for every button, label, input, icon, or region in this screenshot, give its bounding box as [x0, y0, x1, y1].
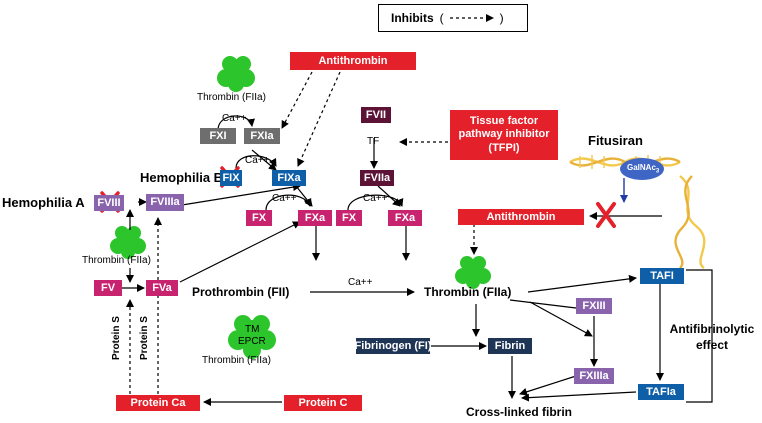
legend-label: Inhibits: [391, 11, 434, 25]
protein-s-label: Protein S: [139, 316, 150, 360]
fxia-box: FXIa: [244, 128, 280, 144]
fviia-box: FVIIa: [360, 170, 394, 186]
cross-linked-fibrin-label: Cross-linked fibrin: [466, 405, 573, 419]
fibrinogen-box: Fibrinogen (FI): [355, 338, 432, 354]
fxiii-box: FXIII: [576, 298, 612, 314]
thrombin-label-top: Thrombin (FIIa): [197, 92, 266, 103]
fv-box: FV: [94, 280, 122, 296]
fx-box: FX: [336, 210, 362, 226]
fitusiran-label: Fitusiran: [588, 133, 643, 148]
dotted-arrow-icon: [449, 14, 494, 22]
dna-helix-vertical-icon: [674, 175, 706, 269]
ca-label: Ca++: [363, 193, 388, 204]
legend: Inhibits ( ): [378, 4, 528, 32]
thrombin-blob-icon: [455, 256, 491, 289]
tfpi-box: Tissue factor pathway inhibitor (TFPI): [450, 110, 558, 160]
legend-paren-open: (: [439, 11, 444, 25]
tafia-box: TAFIa: [638, 384, 684, 400]
ca-label: Ca++: [272, 193, 297, 204]
fxiiia-box: FXIIIa: [574, 368, 614, 384]
galnac-ellipse: [620, 158, 664, 180]
ca-label: Ca++: [348, 277, 373, 288]
fviii-box: FVIII: [94, 195, 124, 211]
antithrombin-top-box: Antithrombin: [290, 52, 416, 70]
hemophilia-b-label: Hemophilia B: [140, 170, 224, 185]
fxa-box: FXa: [298, 210, 332, 226]
fxi-box: FXI: [200, 128, 236, 144]
red-cross-icon: [596, 202, 616, 228]
fix-box: FIX: [220, 170, 242, 186]
thrombin-blob-icon: [217, 56, 255, 92]
tm-label: TM: [245, 324, 260, 335]
thrombin-main-label: Thrombin (FIIa): [424, 285, 512, 299]
antifibrinolytic-label: Antifibrinolytic effect: [669, 322, 755, 352]
thrombin-label-mid: Thrombin (FIIa): [82, 255, 151, 266]
fvii-box: FVII: [361, 107, 391, 123]
protein-c-box: Protein C: [284, 395, 362, 411]
legend-paren-close: ): [499, 11, 504, 25]
tafi-box: TAFI: [640, 268, 684, 284]
fviiia-box: FVIIIa: [146, 194, 184, 211]
epcr-label: EPCR: [238, 336, 266, 347]
protein-s-label: Protein S: [111, 316, 122, 360]
fxa-box: FXa: [388, 210, 422, 226]
thrombin-label-bottom: Thrombin (FIIa): [202, 355, 271, 366]
ca-label: Ca++: [222, 113, 247, 124]
galnac-label: GalNAc3: [627, 163, 660, 175]
tf-label: TF: [367, 136, 380, 147]
antithrombin-mid-box: Antithrombin: [458, 209, 584, 225]
fva-box: FVa: [146, 280, 178, 296]
fx-box: FX: [246, 210, 272, 226]
ca-label: Ca++: [245, 155, 270, 166]
protein-ca-box: Protein Ca: [116, 395, 200, 411]
prothrombin-label: Prothrombin (FII): [192, 285, 290, 299]
fibrin-box: Fibrin: [488, 338, 532, 354]
fixa-box: FIXa: [272, 170, 306, 186]
hemophilia-a-label: Hemophilia A: [2, 195, 85, 210]
tm-epcr-blob-icon: [228, 315, 276, 359]
thrombin-blob-icon: [110, 226, 146, 259]
